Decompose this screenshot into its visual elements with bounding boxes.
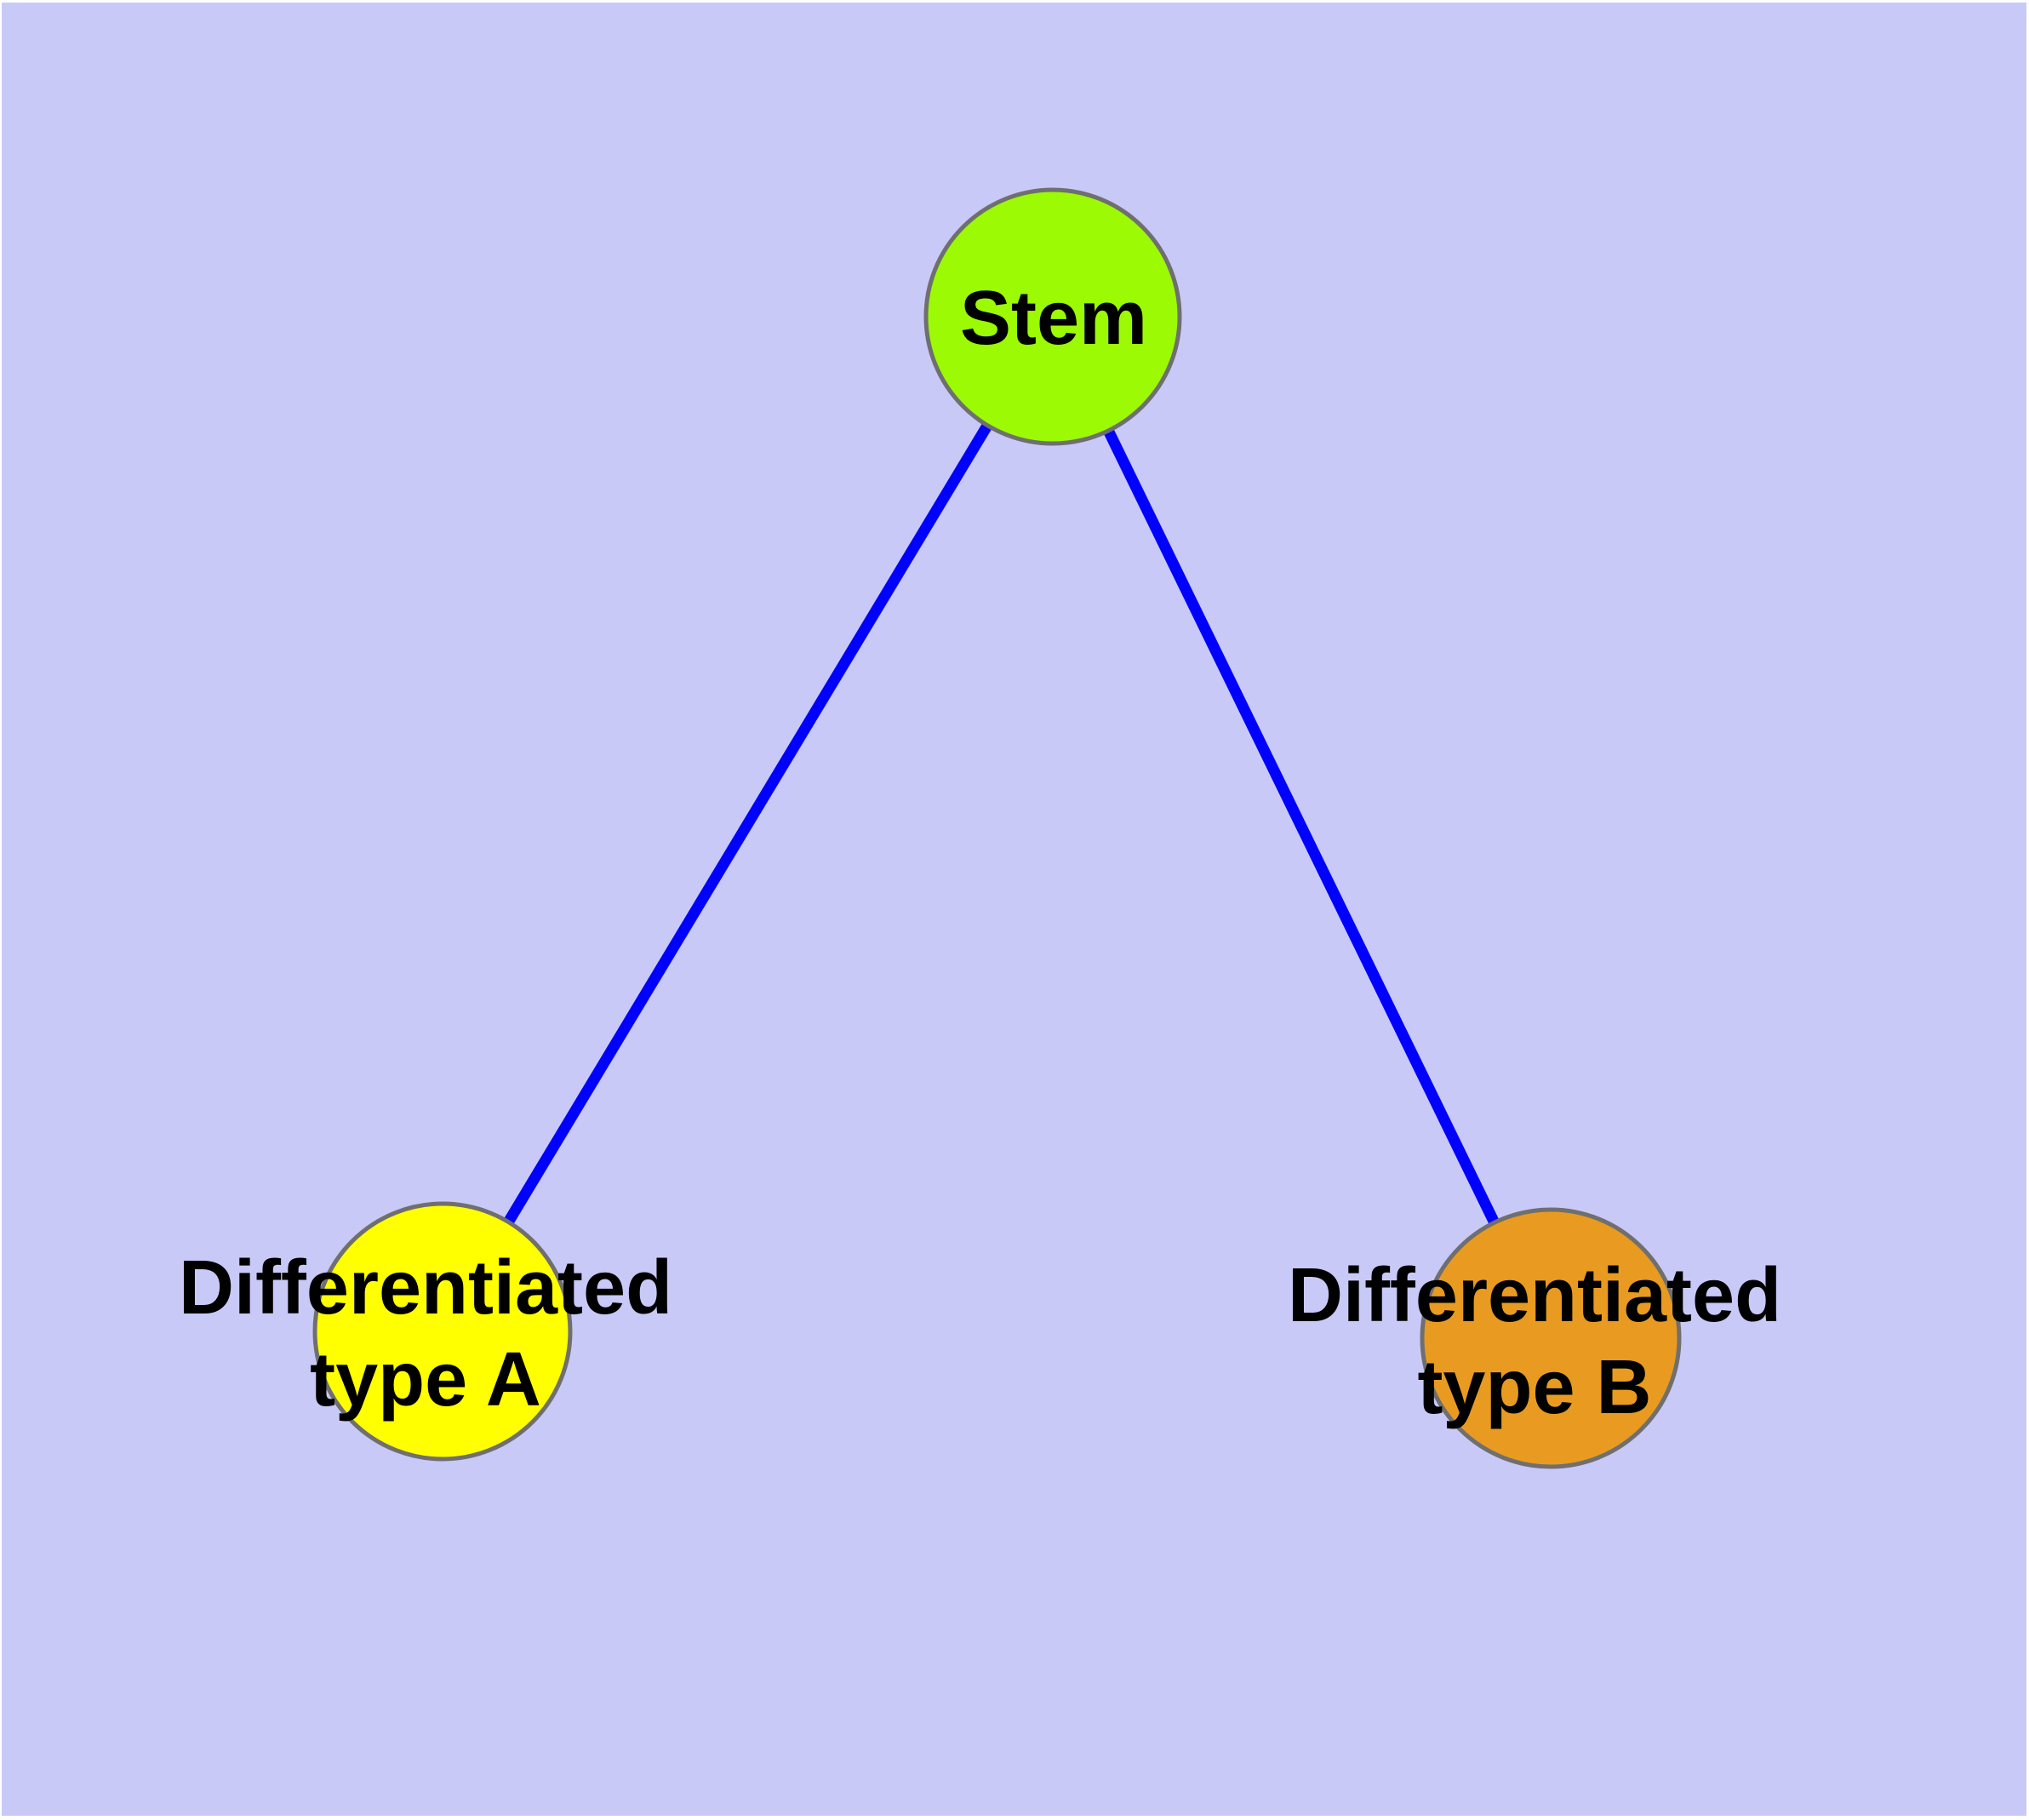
type-b-node-label: Differentiated type B (1287, 1253, 1782, 1430)
edge-stem-to-type-a (437, 313, 1058, 1335)
stem-node-label: Stem (959, 276, 1148, 361)
type-a-node-circle (312, 1201, 573, 1462)
type-a-node-label: Differentiated type A (178, 1245, 673, 1422)
type-b-node-circle (1420, 1207, 1682, 1469)
edge-stem-to-type-b (1048, 314, 1556, 1341)
stem-node-circle (923, 187, 1182, 446)
